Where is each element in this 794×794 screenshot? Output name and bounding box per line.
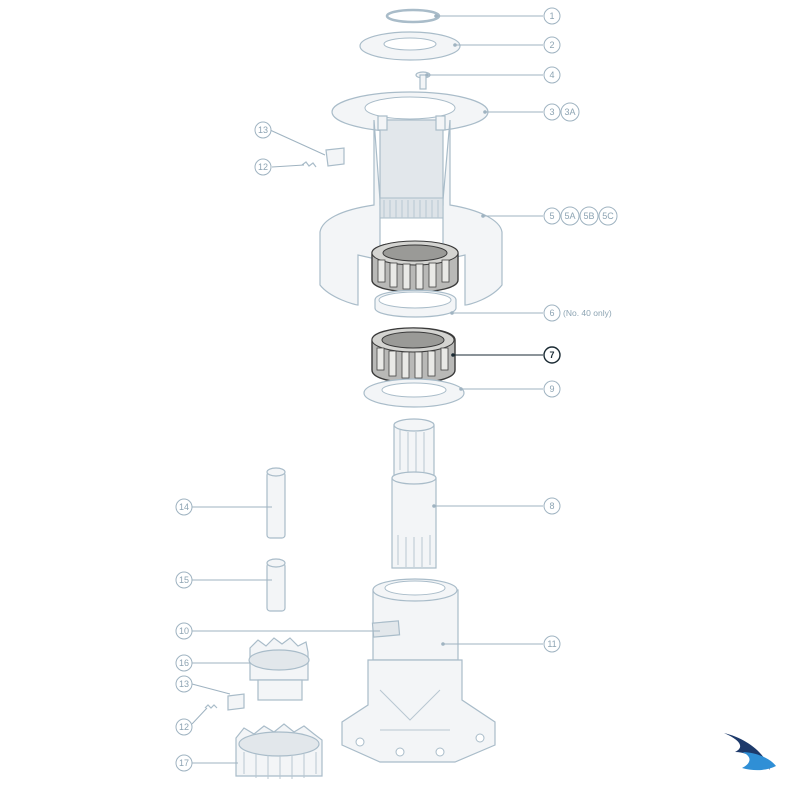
callout-label: 2	[549, 40, 554, 50]
leader-lines	[191, 14, 543, 764]
part-3-drum-flange	[331, 91, 489, 133]
callout-6[interactable]: 6 (No. 40 only)	[543, 304, 612, 322]
part-14-pin	[266, 467, 286, 539]
part-1-retaining-ring	[385, 8, 441, 24]
callout-14[interactable]: 14	[175, 498, 193, 516]
callout-label: 7	[549, 350, 554, 360]
callout-16[interactable]: 16	[175, 654, 193, 672]
callout-label: 4	[549, 70, 554, 80]
callout-label-variant: 3A	[564, 107, 575, 117]
bird-wing-logo-icon	[724, 733, 776, 771]
part-15-pin	[266, 558, 286, 612]
callout-15[interactable]: 15	[175, 571, 193, 589]
callout-17[interactable]: 17	[175, 754, 193, 772]
part-8-spindle-shaft	[391, 418, 437, 569]
part-16-gear	[248, 637, 310, 701]
part-9-washer	[363, 378, 465, 408]
callout-1[interactable]: 1	[543, 7, 561, 25]
callout-7-highlighted[interactable]: 7	[543, 346, 561, 364]
callout-label: 10	[179, 626, 189, 636]
callout-label: 1	[549, 11, 554, 21]
callout-13-upper[interactable]: 13	[254, 121, 272, 139]
part-17-gear	[235, 723, 323, 779]
part-6-spacer-ring	[374, 289, 457, 318]
callout-label: 6	[549, 308, 554, 318]
callout-note: (No. 40 only)	[563, 308, 612, 318]
callout-label: 3	[549, 107, 554, 117]
part-11-base-stem	[341, 578, 496, 763]
callout-label: 15	[179, 575, 189, 585]
callout-label: 13	[258, 125, 268, 135]
callout-11[interactable]: 11	[543, 635, 561, 653]
part-bearing-upper	[371, 240, 459, 293]
part-13-pawl-lower	[227, 693, 245, 711]
part-12-spring-upper	[301, 161, 317, 168]
part-5-drum	[319, 115, 503, 306]
callout-8[interactable]: 8	[543, 497, 561, 515]
callout-9[interactable]: 9	[543, 380, 561, 398]
callout-label-variant: 5B	[583, 211, 594, 221]
callout-5[interactable]: 5 5A 5B 5C	[543, 206, 618, 226]
part-2-top-cap	[359, 31, 461, 61]
callout-10[interactable]: 10	[175, 622, 193, 640]
callout-12-upper[interactable]: 12	[254, 158, 272, 176]
callout-label: 12	[258, 162, 268, 172]
part-13-pawl-upper	[325, 147, 345, 167]
callout-4[interactable]: 4	[543, 66, 561, 84]
callout-label: 16	[179, 658, 189, 668]
callout-13-lower[interactable]: 13	[175, 675, 193, 693]
callout-label: 17	[179, 758, 189, 768]
callout-label: 8	[549, 501, 554, 511]
callout-12-lower[interactable]: 12	[175, 718, 193, 736]
callout-label-variant: 5C	[602, 211, 614, 221]
part-12-spring-lower	[204, 704, 218, 709]
callout-3[interactable]: 3 3A	[543, 102, 580, 122]
callout-label: 11	[547, 639, 556, 649]
part-7-bearing	[371, 327, 456, 384]
callout-label-variant: 5A	[564, 211, 575, 221]
callout-label: 13	[179, 679, 189, 689]
callout-2[interactable]: 2	[543, 36, 561, 54]
callout-label: 9	[549, 384, 554, 394]
callout-label: 12	[179, 722, 189, 732]
callout-label: 5	[549, 211, 554, 221]
callout-label: 14	[179, 502, 189, 512]
